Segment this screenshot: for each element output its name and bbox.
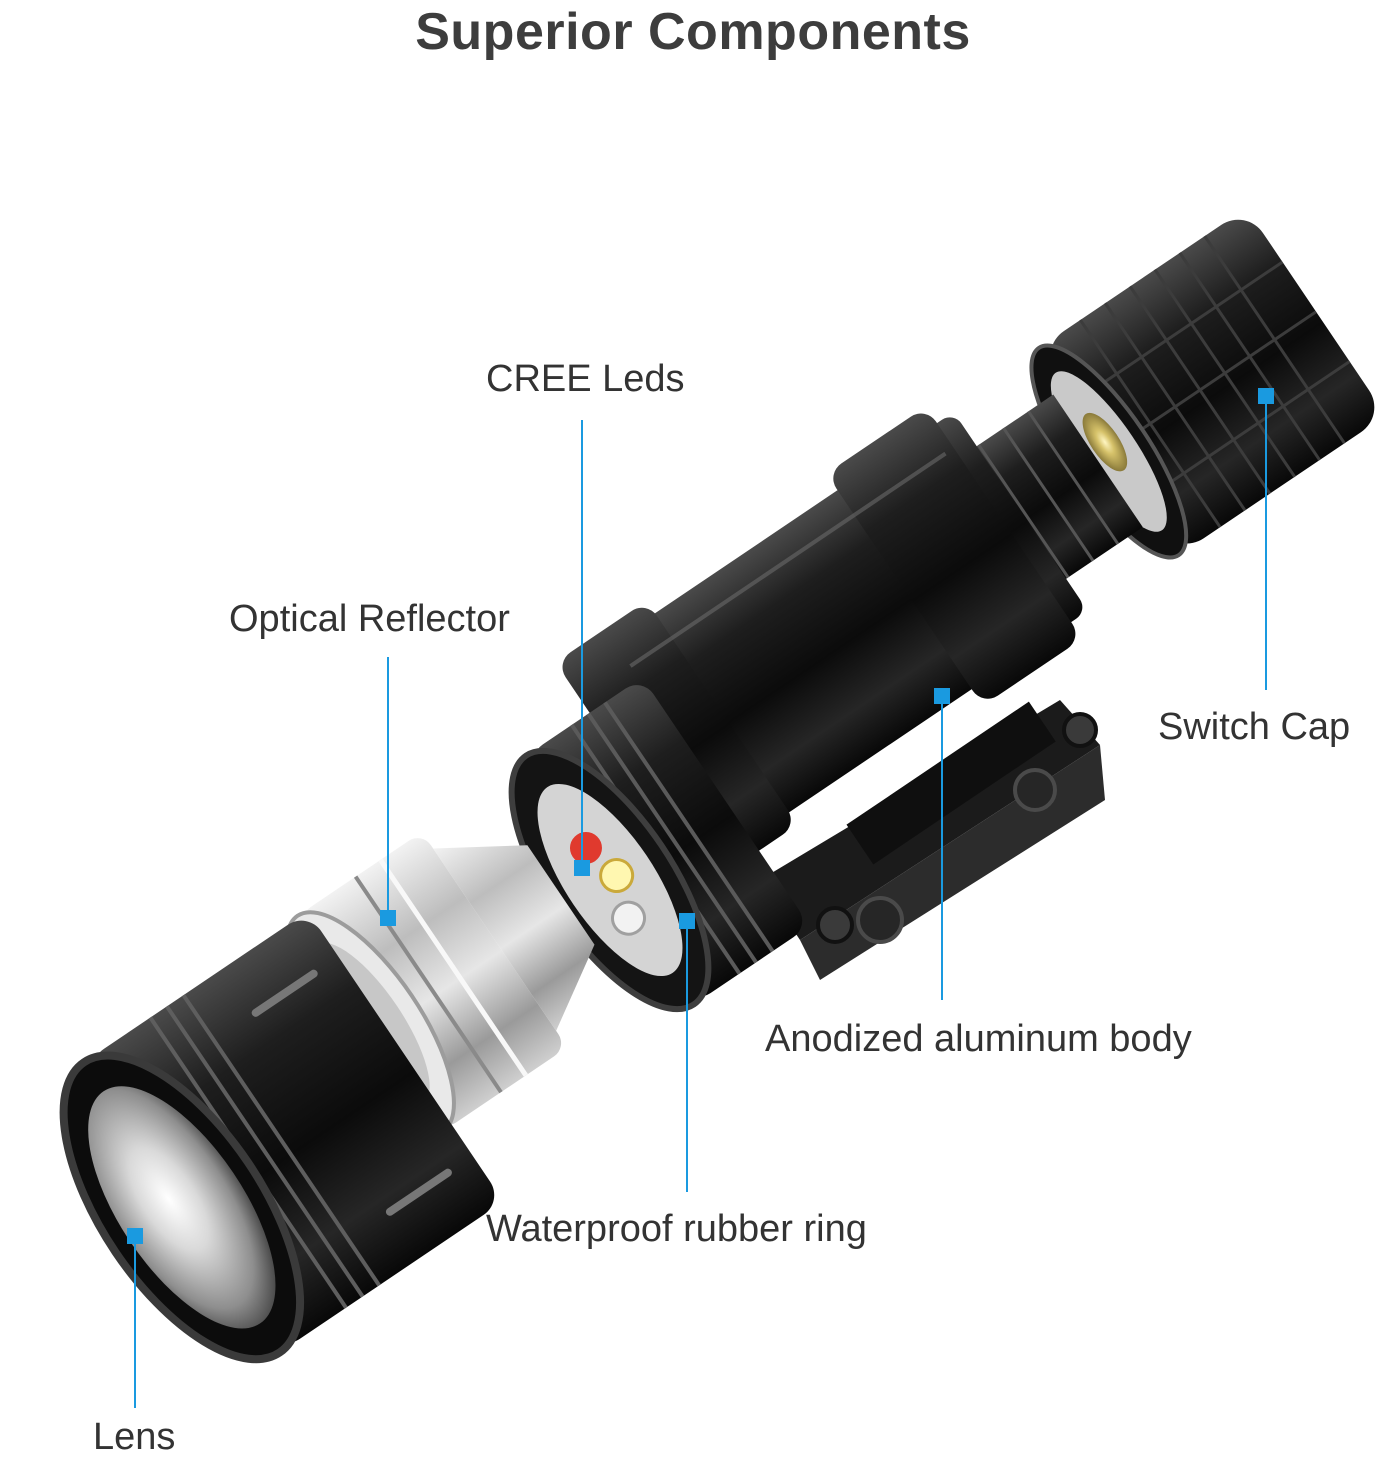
waterproof-ring-label: Waterproof rubber ring bbox=[486, 1208, 867, 1250]
switch-marker bbox=[1258, 388, 1274, 404]
callout-lens bbox=[127, 1228, 143, 1408]
optical-marker bbox=[380, 910, 396, 926]
callout-switch bbox=[1258, 388, 1274, 690]
callout-waterproof bbox=[679, 913, 695, 1192]
callout-anodized bbox=[934, 688, 950, 1000]
anodized-marker bbox=[934, 688, 950, 704]
lens-bezel-part bbox=[59, 920, 495, 1364]
switch-cap-label: Switch Cap bbox=[1158, 706, 1351, 748]
lens-label: Lens bbox=[93, 1416, 176, 1458]
callout-optical bbox=[380, 657, 396, 926]
optical-reflector-label: Optical Reflector bbox=[229, 598, 510, 640]
anodized-body-label: Anodized aluminum body bbox=[765, 1018, 1192, 1060]
rail-mount-part bbox=[760, 700, 1105, 980]
cree-leds-label: CREE Leds bbox=[486, 358, 685, 400]
page-title: Superior Components bbox=[415, 3, 971, 61]
cree-marker bbox=[574, 860, 590, 876]
waterproof-marker bbox=[679, 913, 695, 929]
lens-marker bbox=[127, 1228, 143, 1244]
switch-cap-part bbox=[1029, 219, 1375, 560]
callout-cree bbox=[574, 420, 590, 876]
